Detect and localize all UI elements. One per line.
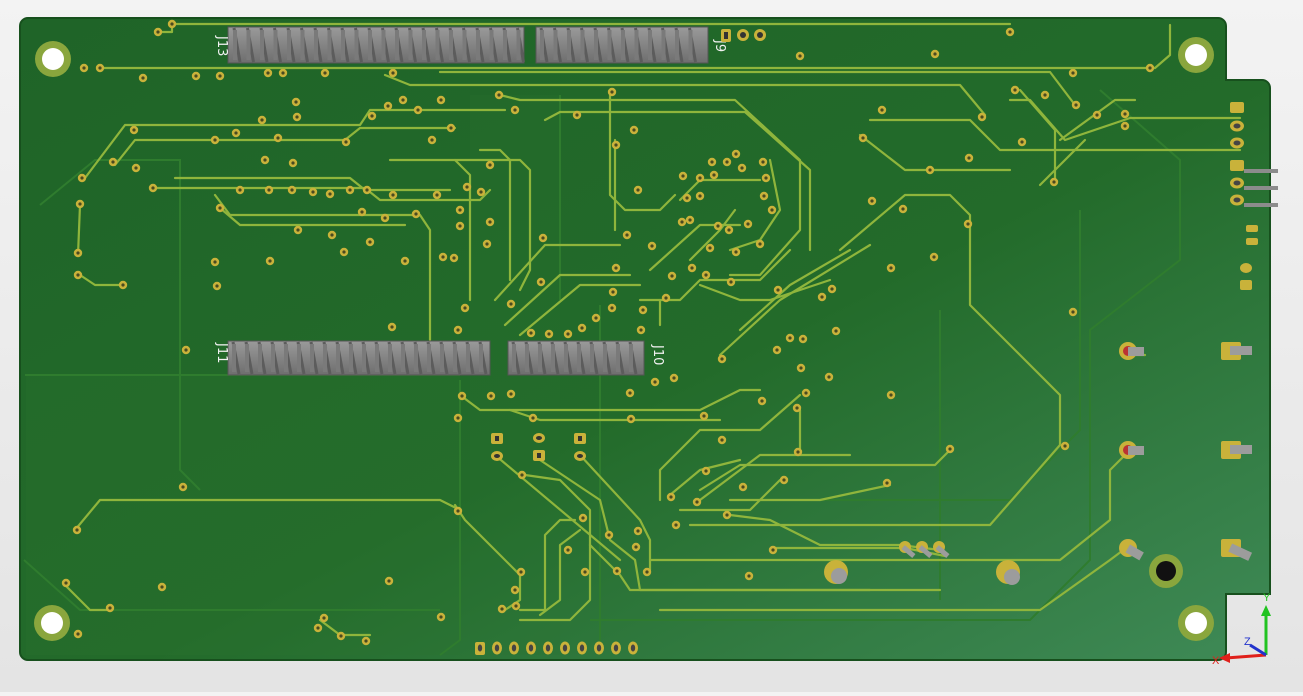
connector-j9[interactable]: J9 bbox=[535, 26, 727, 64]
mounting-holes bbox=[34, 37, 1214, 641]
mounting-hole-bottom-left bbox=[34, 605, 70, 641]
bottom-edge-pad-row bbox=[475, 641, 638, 655]
j10-label: J10 bbox=[650, 344, 665, 365]
j13-label: J13 bbox=[214, 35, 229, 56]
connector-j11[interactable]: J11 bbox=[214, 340, 491, 376]
mounting-hole-top-left bbox=[35, 41, 71, 77]
y-axis-label: Y bbox=[1263, 592, 1271, 604]
x-axis-arrow bbox=[1225, 653, 1267, 660]
via-field bbox=[61, 19, 1155, 646]
j9-side-pads bbox=[721, 29, 766, 42]
connector-j10[interactable]: J10 bbox=[507, 340, 665, 376]
z-axis-arrow bbox=[1249, 643, 1267, 657]
axis-orientation-gizmo[interactable]: X Y Z bbox=[1212, 592, 1271, 667]
j9-label: J9 bbox=[712, 39, 727, 52]
x-axis-label: X bbox=[1212, 655, 1220, 667]
mounting-hole-bottom-right bbox=[1178, 605, 1214, 641]
middle-pad-cluster bbox=[491, 433, 586, 461]
j11-label: J11 bbox=[214, 342, 229, 363]
mounting-hole-top-right bbox=[1178, 37, 1214, 73]
right-terminal-pads bbox=[824, 342, 1253, 585]
right-edge-connector bbox=[1230, 102, 1278, 290]
z-axis-label: Z bbox=[1244, 636, 1251, 648]
mounting-hole-plated bbox=[1149, 554, 1183, 588]
board-substrate bbox=[19, 17, 1271, 661]
connector-j13[interactable]: J13 bbox=[214, 26, 525, 64]
